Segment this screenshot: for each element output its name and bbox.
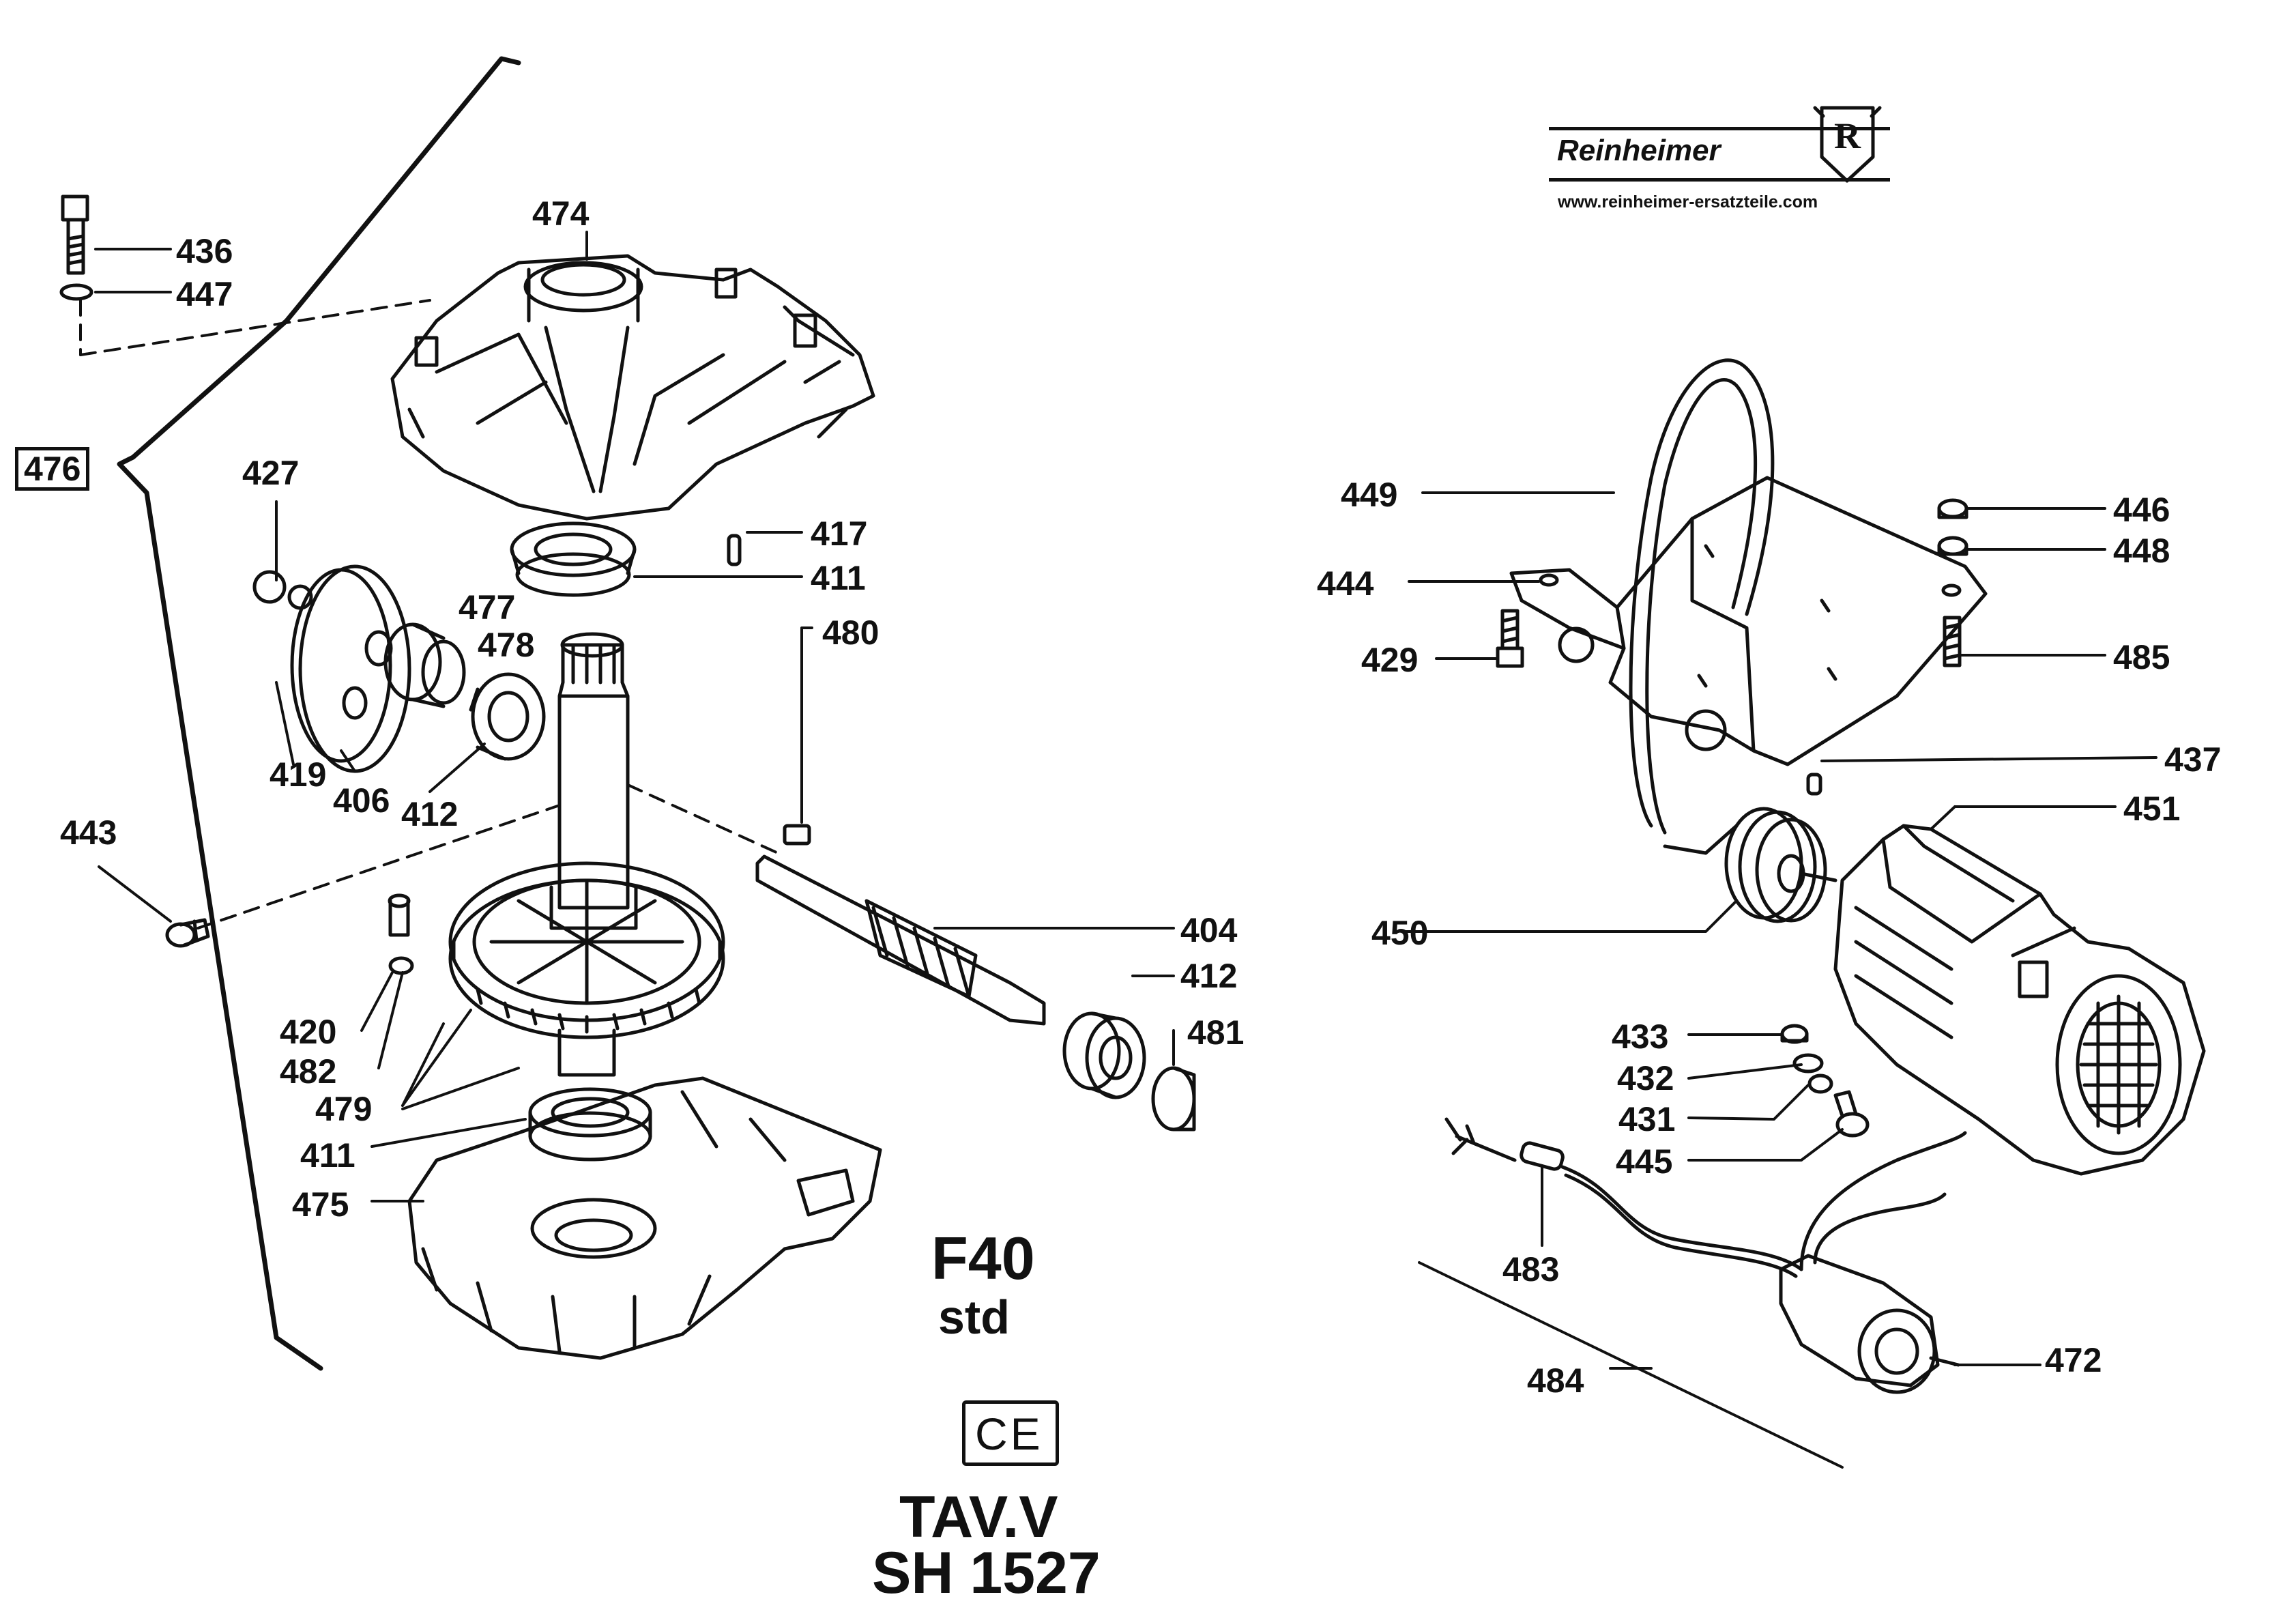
part-label-433: 433 (1612, 1018, 1669, 1056)
plate-table: TAV.V (899, 1484, 1058, 1550)
part-label-449: 449 (1341, 476, 1398, 514)
part-label-420: 420 (280, 1013, 337, 1051)
part-label-447: 447 (176, 275, 233, 313)
cable-483 (1444, 1117, 1803, 1278)
part-label-443: 443 (60, 813, 117, 852)
part-label-472: 472 (2045, 1341, 2102, 1379)
part-label-483: 483 (1502, 1250, 1560, 1288)
v-belt-449 (1629, 358, 1775, 855)
part-label-412-right: 412 (1180, 957, 1238, 995)
screw-429 (1496, 609, 1524, 668)
leader-lines-right (1404, 491, 2157, 1370)
brand-logo: Reinheimer (1549, 121, 1890, 182)
part-label-412-left: 412 (401, 795, 459, 833)
screw-445 (1833, 1090, 1870, 1138)
motor-pulley-450 (1724, 807, 1837, 923)
part-label-445: 445 (1616, 1142, 1673, 1181)
part-label-474: 474 (532, 194, 590, 233)
hub-477 (383, 622, 466, 708)
part-label-480: 480 (822, 614, 880, 652)
cap-481 (1151, 1066, 1196, 1132)
part-label-417: 417 (811, 515, 868, 553)
capacitor-472 (1779, 1131, 1967, 1394)
bearing-412-right (1062, 1011, 1146, 1099)
logo-shield-icon (1813, 106, 1882, 183)
washer-447 (59, 283, 93, 301)
part-label-479: 479 (315, 1090, 373, 1128)
part-label-485: 485 (2113, 638, 2170, 676)
washer-432 (1792, 1053, 1824, 1073)
main-shaft (549, 632, 638, 930)
nut-448 (1937, 536, 1968, 556)
brand-url: www.reinheimer-ersatzteile.com (1558, 192, 1818, 212)
group-label-476: 476 (15, 447, 90, 491)
screw-420 (388, 893, 411, 937)
gear-wheel-479 (448, 861, 725, 1077)
part-label-436: 436 (176, 232, 233, 270)
part-label-478: 478 (478, 626, 535, 664)
screw-443 (165, 918, 210, 948)
nut-482 (388, 956, 414, 975)
part-label-448: 448 (2113, 532, 2170, 570)
brand-name: Reinheimer (1557, 134, 1721, 167)
lower-housing-475 (407, 1076, 882, 1360)
part-label-446: 446 (2113, 491, 2170, 529)
bolt-436 (61, 194, 89, 275)
washer-431 (1807, 1073, 1833, 1094)
ce-mark-text: CE (975, 1409, 1043, 1459)
line-484 (1418, 1261, 1844, 1469)
part-label-450: 450 (1371, 914, 1429, 952)
worm-shaft-404 (755, 854, 1046, 1026)
part-label-482: 482 (280, 1052, 337, 1091)
bearing-411-lower (528, 1087, 652, 1162)
nut-433 (1780, 1024, 1809, 1044)
ce-mark: CE (962, 1400, 1059, 1466)
part-label-481: 481 (1187, 1013, 1245, 1052)
part-label-432: 432 (1617, 1059, 1674, 1097)
part-label-484: 484 (1527, 1361, 1584, 1400)
plate-number: SH 1527 (872, 1540, 1101, 1606)
model-variant: std (938, 1291, 1010, 1344)
part-label-411-upper: 411 (811, 559, 866, 597)
part-label-411-lower: 411 (300, 1136, 355, 1175)
electric-motor-451 (1833, 824, 2206, 1176)
nut-446 (1937, 498, 1968, 519)
upper-housing-474 (390, 254, 875, 521)
key-480 (783, 824, 811, 846)
model-name: F40 (931, 1224, 1035, 1292)
brand-shield-letter: R (1834, 115, 1861, 156)
logo-frame (1549, 127, 1890, 182)
part-label-427: 427 (242, 454, 300, 492)
part-label-429: 429 (1361, 641, 1419, 679)
part-label-419: 419 (270, 755, 327, 794)
part-label-451: 451 (2123, 790, 2181, 828)
part-label-431: 431 (1618, 1100, 1676, 1138)
part-label-477: 477 (459, 588, 516, 626)
bearing-411-upper (510, 521, 637, 597)
part-label-475: 475 (292, 1185, 349, 1224)
axis-lines (79, 299, 779, 930)
stud-485 (1943, 616, 1962, 667)
part-label-406: 406 (333, 781, 390, 820)
part-label-437: 437 (2164, 740, 2222, 779)
motor-bracket-444 (1509, 476, 1988, 766)
key-437 (1806, 773, 1822, 796)
assembly-bracket-476 (117, 56, 521, 1371)
part-label-404: 404 (1180, 911, 1238, 949)
part-label-444: 444 (1317, 564, 1374, 603)
pin-417 (727, 534, 742, 566)
leader-lines (94, 231, 1175, 1202)
bearing-478 (469, 672, 546, 761)
